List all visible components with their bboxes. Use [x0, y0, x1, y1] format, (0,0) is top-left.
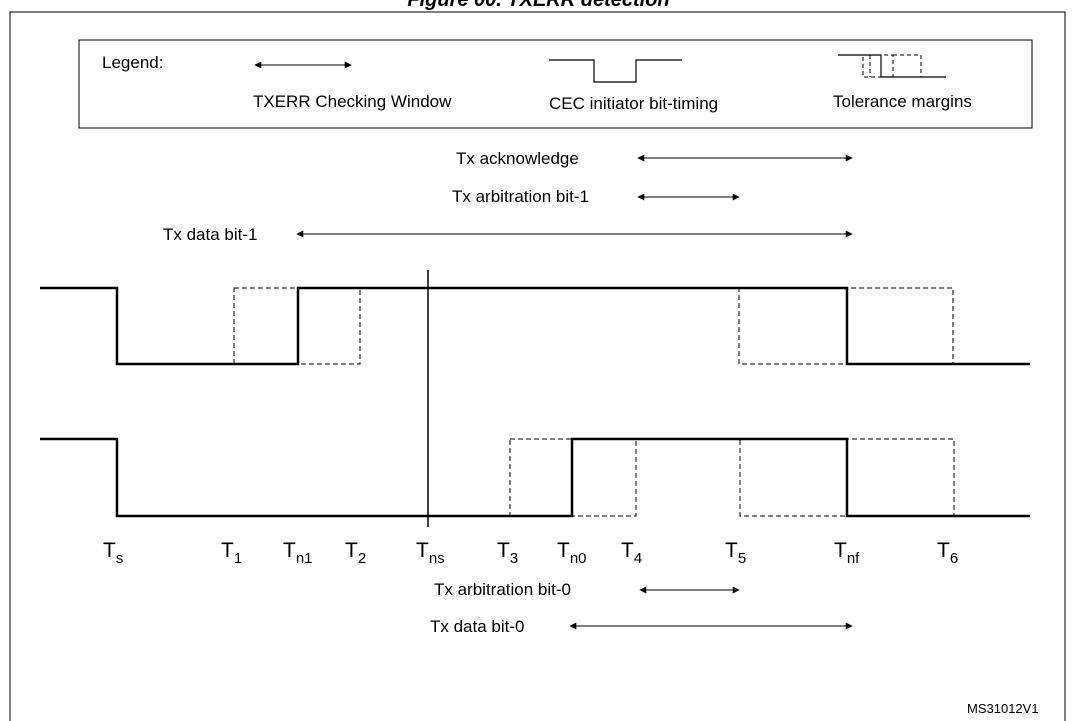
figure-frame: [9, 11, 1066, 721]
bit1-tolerance-margin-rise: [233, 287, 361, 365]
legend-bit-timing-symbol: [549, 59, 682, 83]
figure-title: Figure 00. TXERR detection: [407, 0, 670, 11]
time-markers: Ts T1 Tn1 T2 Tns T3 Tn0 T4 T5 Tnf T6: [103, 539, 958, 567]
marker-tn1: Tn1: [283, 539, 313, 567]
tx-arbitration-bit0-label: Tx arbitration bit-0: [434, 580, 571, 599]
marker-tn0: Tn0: [557, 539, 587, 567]
legend-tolerance-label: Tolerance margins: [833, 92, 972, 111]
tx-arbitration-bit1-label: Tx arbitration bit-1: [452, 187, 589, 206]
bit0-tolerance-margin-rise: [509, 438, 637, 517]
marker-tns: Tns: [416, 539, 445, 567]
bit0-tolerance-margin-fall: [739, 438, 955, 517]
bit1-waveform: [40, 286, 1030, 366]
marker-t5: T5: [725, 539, 746, 567]
legend-box: [78, 39, 1033, 129]
reference-code: MS31012V1: [967, 701, 1039, 716]
marker-t3: T3: [497, 539, 518, 567]
tx-data-bit0-label: Tx data bit-0: [430, 617, 525, 636]
tx-data-bit1-label: Tx data bit-1: [163, 225, 258, 244]
legend-bit-timing-label: CEC initiator bit-timing: [549, 94, 718, 113]
marker-t1: T1: [221, 539, 242, 567]
legend-heading: Legend:: [102, 53, 163, 72]
legend-window-label: TXERR Checking Window: [253, 92, 452, 111]
marker-ts: Ts: [103, 539, 123, 567]
bit0-waveform: [40, 437, 1030, 518]
legend-tolerance-symbol: [838, 54, 946, 78]
marker-t6: T6: [937, 539, 958, 567]
tx-acknowledge-label: Tx acknowledge: [456, 149, 579, 168]
bit1-tolerance-margin-fall: [738, 287, 954, 365]
marker-tnf: Tnf: [834, 539, 860, 567]
legend: Legend: TXERR Checking Window CEC initia…: [78, 39, 1033, 129]
marker-t4: T4: [621, 539, 642, 567]
marker-t2: T2: [345, 539, 366, 567]
